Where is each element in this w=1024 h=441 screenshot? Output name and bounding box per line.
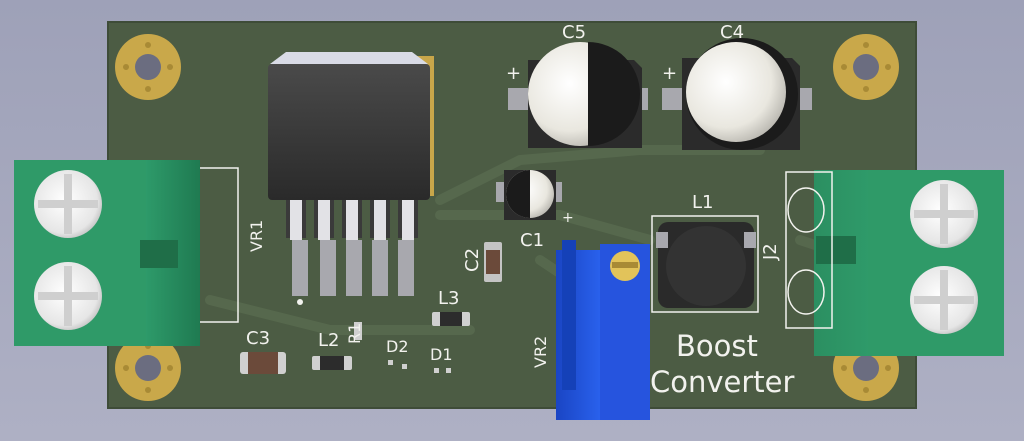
ref-r1: R1: [345, 323, 364, 344]
inductor-l2: [312, 356, 352, 370]
c1-plus-mark: +: [562, 210, 574, 226]
resistor-r1: [354, 322, 362, 340]
trimmer-vr2: [556, 240, 650, 420]
ref-c3: C3: [246, 328, 270, 349]
ref-vr2: VR2: [531, 336, 550, 368]
capacitor-c1: [496, 170, 562, 220]
ref-c5: C5: [562, 22, 586, 43]
ref-c2: C2: [462, 248, 483, 272]
ref-d2: D2: [386, 337, 409, 356]
ref-d1: D1: [430, 345, 453, 364]
inductor-l3: [432, 312, 470, 326]
ref-l3: L3: [438, 288, 459, 309]
terminal-block-right: [814, 170, 1004, 356]
c5-plus-mark: +: [506, 63, 521, 84]
ref-c4: C4: [720, 22, 744, 43]
capacitor-c3: [240, 352, 286, 374]
ref-j2: J2: [760, 243, 781, 261]
mounting-hole-top-left: [115, 34, 181, 100]
capacitor-c2: [484, 242, 502, 282]
mounting-hole-top-right: [833, 34, 899, 100]
capacitor-c4: [662, 38, 812, 150]
regulator-vr1: [268, 52, 434, 305]
ref-l1: L1: [692, 192, 713, 213]
board-title-line1: Boost: [676, 329, 758, 363]
ref-vr1: VR1: [247, 220, 266, 252]
c4-plus-mark: +: [662, 63, 677, 84]
capacitor-c5: [508, 42, 648, 148]
mounting-hole-bottom-left: [115, 335, 181, 401]
ref-c1: C1: [520, 230, 544, 251]
inductor-l1: [651, 215, 759, 313]
diode-d2: [388, 360, 407, 369]
board-title-line2: Converter: [650, 365, 795, 399]
ref-l2: L2: [318, 330, 339, 351]
terminal-block-left: [14, 160, 200, 346]
diode-d1: [434, 368, 451, 373]
